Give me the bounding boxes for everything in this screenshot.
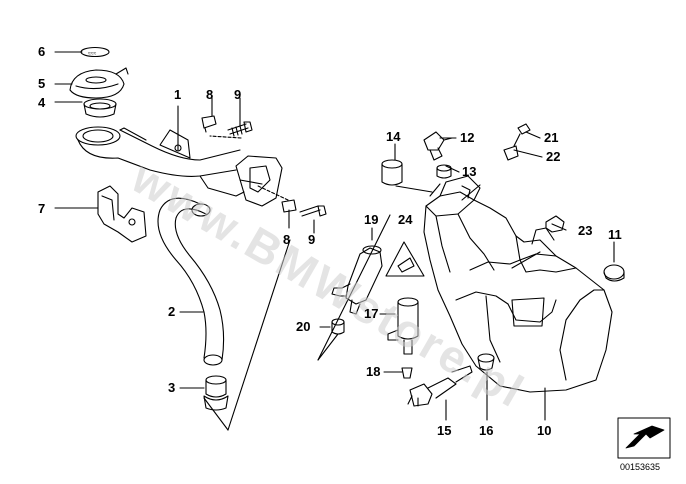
part-14-grommet xyxy=(381,159,403,186)
callout-22: 22 xyxy=(546,149,561,164)
part-23-nut xyxy=(545,215,565,233)
callout-16: 16 xyxy=(479,423,494,438)
part-18-plug xyxy=(401,367,413,379)
callout-14: 14 xyxy=(386,129,401,144)
callout-10: 10 xyxy=(537,423,552,438)
part-15-sensor xyxy=(407,365,473,407)
callout-6: 6 xyxy=(38,44,46,59)
part-17-washer-pump xyxy=(387,297,419,355)
part-9-screw-lower xyxy=(299,205,327,217)
part-5-filler-cap xyxy=(69,67,129,99)
callout-9: 9 xyxy=(234,87,242,102)
part-19-washer-pump xyxy=(331,245,383,315)
callout-13: 13 xyxy=(462,164,477,179)
callout-17: 17 xyxy=(364,306,379,321)
callout-15: 15 xyxy=(437,423,452,438)
callout-18: 18 xyxy=(366,364,381,379)
part-7-bracket xyxy=(97,185,147,243)
callout-2: 2 xyxy=(168,304,176,319)
callout-3: 3 xyxy=(168,380,176,395)
callout-21: 21 xyxy=(544,130,559,145)
part-8-clip-lower xyxy=(281,199,297,213)
part-2-hose xyxy=(157,197,225,366)
callout-24: 24 xyxy=(398,212,413,227)
part-3-grommet xyxy=(203,375,229,411)
callout-4: 4 xyxy=(38,95,46,110)
callout-9-lower: 9 xyxy=(308,232,316,247)
part-12-sensor xyxy=(423,131,453,161)
svg-text:≈≈≈: ≈≈≈ xyxy=(88,51,96,57)
callout-19: 19 xyxy=(364,212,379,227)
part-21-screw xyxy=(513,123,531,147)
part-10-reservoir xyxy=(423,175,613,393)
part-11-grommet xyxy=(603,264,625,282)
part-6-label-plate: ≈≈≈ xyxy=(80,46,110,58)
part-13-grommet xyxy=(436,164,452,179)
part-20-grommet xyxy=(331,318,345,335)
callout-12: 12 xyxy=(460,130,475,145)
part-4-seal-ring xyxy=(83,98,117,118)
callout-7: 7 xyxy=(38,201,46,216)
callout-23: 23 xyxy=(578,223,593,238)
callout-8-lower: 8 xyxy=(283,232,291,247)
part-8-clip-upper xyxy=(201,115,217,133)
direction-arrow-icon xyxy=(617,417,671,459)
part-22-nut xyxy=(503,145,519,161)
part-1-filler-neck xyxy=(75,126,283,207)
caution-triangle-icon xyxy=(385,241,425,277)
part-9-screw-upper xyxy=(227,121,253,137)
diagram-id: 00153635 xyxy=(620,462,661,472)
callout-1: 1 xyxy=(174,87,182,102)
part-16-grommet xyxy=(477,353,495,371)
callout-11: 11 xyxy=(608,227,622,242)
callout-8: 8 xyxy=(206,87,214,102)
callout-5: 5 xyxy=(38,76,46,91)
leader-lines xyxy=(54,51,615,431)
callout-20: 20 xyxy=(296,319,311,334)
